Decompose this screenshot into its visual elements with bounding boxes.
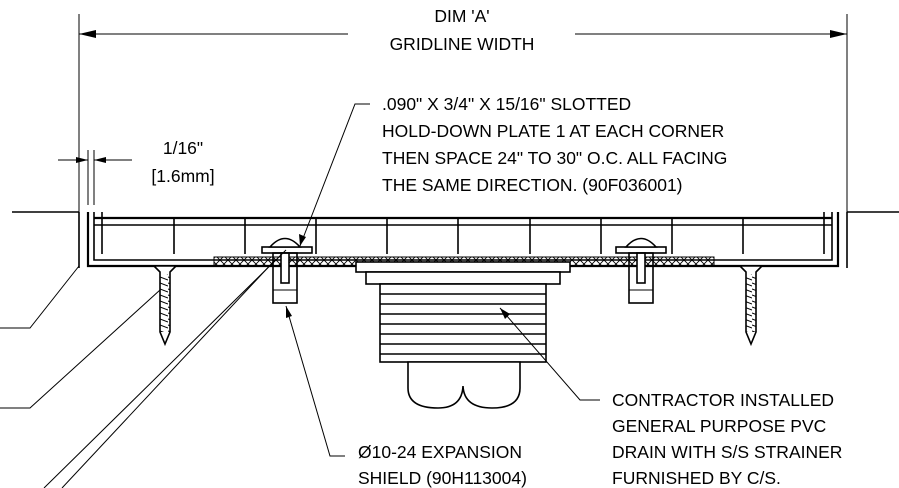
leader-anchor-screw — [0, 289, 161, 409]
bolt-shank-right — [636, 252, 646, 284]
bolt-head-left — [268, 237, 302, 248]
callout-drain-line-1: CONTRACTOR INSTALLED — [612, 390, 834, 410]
leader-plate-2 — [61, 259, 276, 488]
drain-flange — [355, 261, 571, 273]
callout-drain-line-2: GENERAL PURPOSE PVC — [612, 416, 826, 436]
callout-plate-line-4: THE SAME DIRECTION. (90F036001) — [382, 175, 683, 195]
gap-dimension: 1/16" [1.6mm] — [58, 138, 215, 205]
leader-drain — [499, 307, 600, 401]
callout-expansion-shield: Ø10-24 EXPANSION SHIELD (90H113004) — [358, 442, 527, 488]
callout-hold-down-plate: .090" X 3/4" X 15/16" SLOTTED HOLD-DOWN … — [382, 94, 727, 195]
dim-arrow-left — [79, 30, 96, 38]
callout-drain-line-3: DRAIN WITH S/S STRAINER — [612, 442, 842, 462]
leader-expansion-shield — [285, 305, 345, 457]
gap-arrow-right — [94, 157, 106, 163]
expansion-shield-right — [628, 252, 654, 304]
dim-title: DIM 'A' — [434, 6, 489, 26]
drain-body — [379, 283, 547, 363]
hold-down-plate-left — [261, 237, 313, 304]
leader-slab-edge — [0, 265, 80, 329]
anchor-screw-left — [152, 265, 178, 347]
expansion-shield-left — [272, 252, 298, 304]
dim-subtitle: GRIDLINE WIDTH — [390, 34, 535, 54]
anchor-screw-right — [738, 265, 764, 347]
callout-plate-line-2: HOLD-DOWN PLATE 1 AT EACH CORNER — [382, 121, 724, 141]
callout-drain-line-4: FURNISHED BY C/S. — [612, 468, 781, 488]
drain-collar — [365, 271, 561, 285]
channel-inner-wall — [93, 212, 833, 261]
floor-slab — [12, 211, 899, 268]
plate-right — [615, 246, 667, 254]
leader-lines — [0, 103, 600, 488]
hold-down-plate-right — [615, 237, 667, 304]
leader-plate-1 — [43, 249, 287, 488]
gap-label: 1/16" — [163, 138, 203, 158]
gap-label-metric: [1.6mm] — [151, 166, 214, 186]
bolt-head-right — [624, 237, 658, 248]
bolt-shank-left — [280, 252, 290, 284]
pvc-drain — [355, 261, 571, 409]
dim-a-dimension: DIM 'A' GRIDLINE WIDTH — [78, 6, 848, 222]
plate-left — [261, 246, 313, 254]
callout-shield-line-2: SHIELD (90H113004) — [358, 468, 527, 488]
callout-shield-line-1: Ø10-24 EXPANSION — [358, 442, 522, 462]
callout-plate-line-3: THEN SPACE 24" TO 30" O.C. ALL FACING — [382, 148, 727, 168]
drain-outlet-pipe — [407, 361, 521, 409]
leader-hold-down-plate — [299, 103, 370, 247]
callout-plate-line-1: .090" X 3/4" X 15/16" SLOTTED — [382, 94, 631, 114]
grate-bearing-bars — [101, 212, 825, 254]
dim-arrow-right — [830, 30, 847, 38]
gap-arrow-left — [76, 157, 88, 163]
callout-drain: CONTRACTOR INSTALLED GENERAL PURPOSE PVC… — [612, 390, 842, 488]
drain-ribs — [380, 293, 546, 355]
